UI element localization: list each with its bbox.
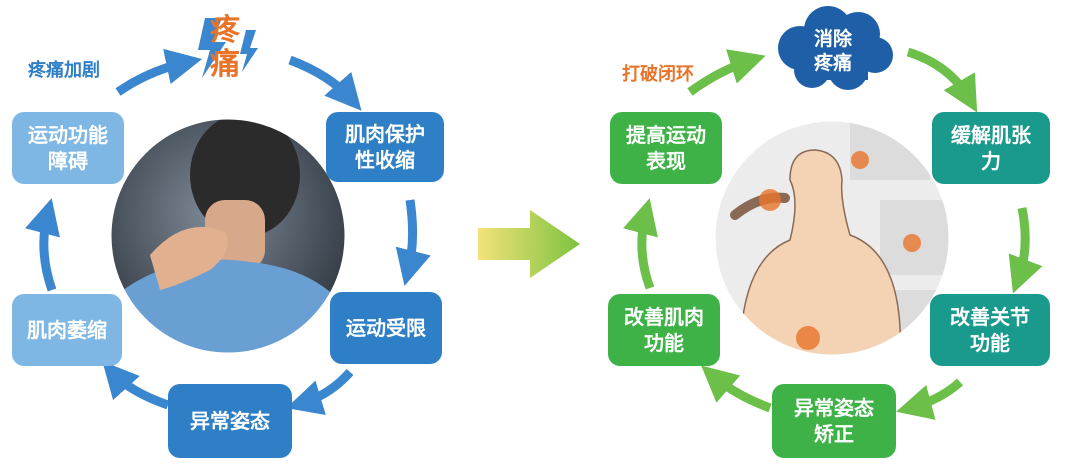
left-cycle-arrows — [25, 48, 431, 416]
arrow-atrophy-to-dysfunction — [25, 198, 60, 292]
arrow-label-to-pain — [115, 48, 203, 96]
arrow-cloud-to-relax — [906, 47, 978, 113]
arrow-joint-to-posture — [896, 378, 964, 420]
lightning-icon — [198, 18, 258, 78]
arrow-posture-to-muscle — [701, 365, 772, 413]
node-protective-contraction: 肌肉保护 性收缩 — [326, 112, 444, 182]
right-cycle-arrows — [623, 47, 1043, 420]
worsening-pain-label: 疼痛加剧 — [28, 60, 100, 81]
node-relieve-tension: 缓解肌张 力 — [932, 112, 1050, 184]
transition-arrow — [478, 210, 580, 278]
eliminate-pain-text: 消除 疼痛 — [813, 28, 852, 74]
node-improve-performance: 提高运动 表现 — [610, 112, 722, 184]
node-motor-dysfunction: 运动功能 障碍 — [12, 112, 124, 184]
arrow-protect-to-limited — [395, 199, 431, 286]
node-abnormal-posture: 异常姿态 — [168, 384, 292, 458]
node-muscle-atrophy: 肌肉萎缩 — [12, 294, 122, 366]
cloud-shape — [778, 6, 893, 90]
node-improve-joint: 改善关节 功能 — [930, 294, 1050, 366]
pain-title: 疼 痛 — [210, 13, 240, 82]
node-posture-correction: 异常姿态 矫正 — [772, 384, 896, 458]
arrow-muscle-to-performance — [623, 198, 658, 290]
arrow-label-to-cloud — [687, 49, 766, 96]
node-limited-movement: 运动受限 — [330, 292, 442, 364]
arrow-posture-to-atrophy — [102, 361, 170, 410]
anatomy-illustration — [714, 120, 950, 356]
arrow-pain-to-protect — [288, 55, 362, 111]
node-improve-muscle: 改善肌肉 功能 — [608, 294, 720, 366]
arrow-relax-to-joint — [1008, 207, 1043, 294]
break-cycle-label: 打破闭环 — [622, 64, 694, 85]
neck-pain-photo — [110, 118, 346, 354]
arrow-limited-to-posture — [286, 368, 354, 416]
